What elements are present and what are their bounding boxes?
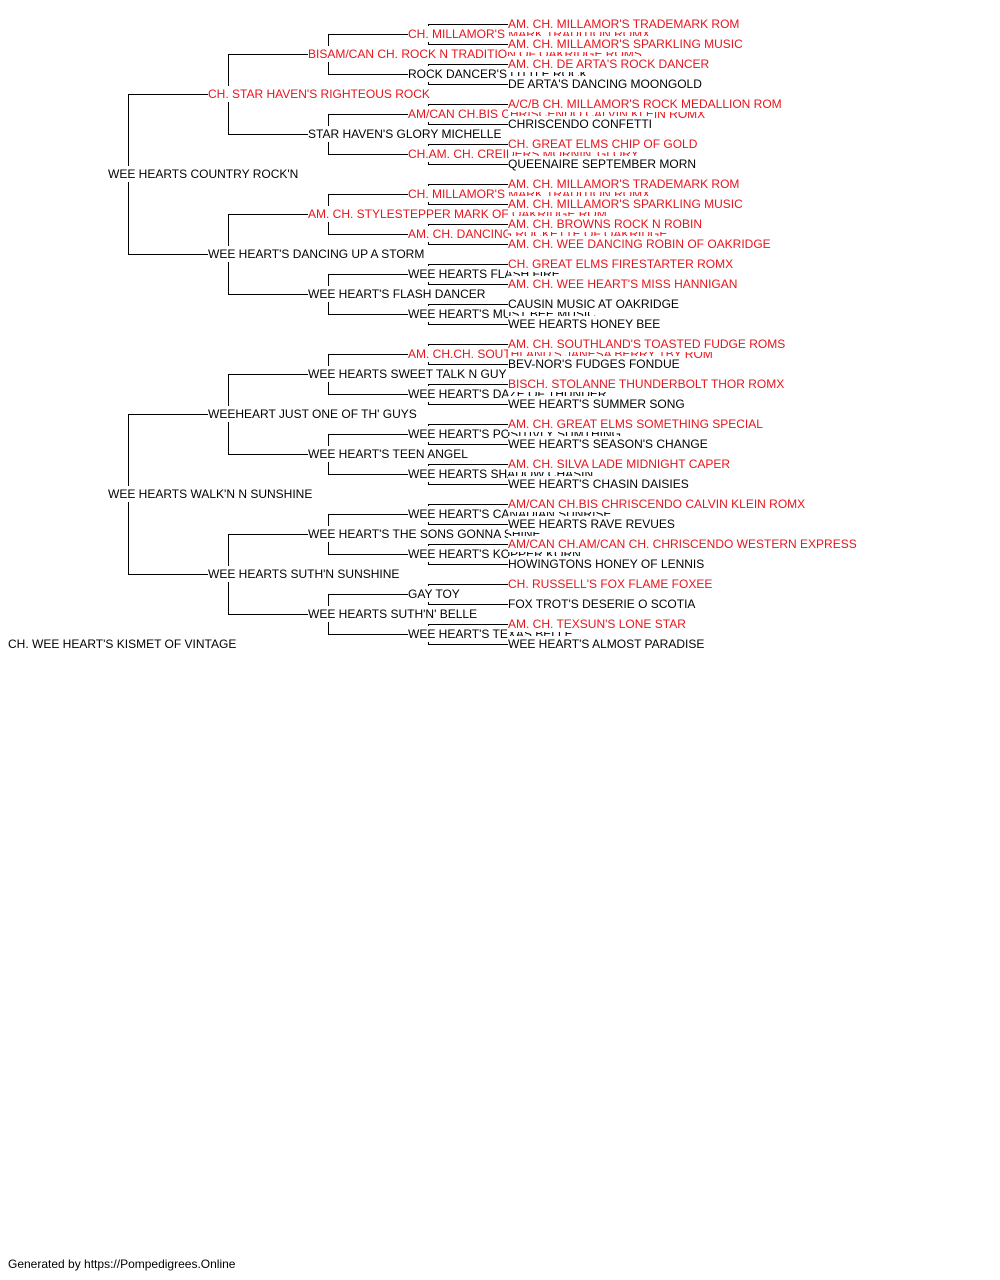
- ancestor-gen5-11: AM. CH. WEE DANCING ROBIN OF OAKRIDGE: [508, 236, 773, 252]
- ancestor-gen5-24: AM/CAN CH.BIS CHRISCENDO CALVIN KLEIN RO…: [508, 496, 808, 512]
- ancestor-gen2-1: WEE HEART'S DANCING UP A STORM: [208, 246, 427, 262]
- ancestor-gen1-0: WEE HEARTS COUNTRY ROCK'N: [108, 166, 301, 182]
- ancestor-gen5-23: WEE HEART'S CHASIN DAISIES: [508, 476, 691, 492]
- ancestor-gen5-8: AM. CH. MILLAMOR'S TRADEMARK ROM: [508, 176, 742, 192]
- ancestor-gen5-20: AM. CH. GREAT ELMS SOMETHING SPECIAL: [508, 416, 765, 432]
- ancestor-gen5-29: FOX TROT'S DESERIE O SCOTIA: [508, 596, 698, 612]
- ancestor-gen5-6: CH. GREAT ELMS CHIP OF GOLD: [508, 136, 700, 152]
- ancestor-gen5-21: WEE HEART'S SEASON'S CHANGE: [508, 436, 710, 452]
- ancestor-gen5-17: BEV-NOR'S FUDGES FONDUE: [508, 356, 682, 372]
- subject-dog-name: CH. WEE HEART'S KISMET OF VINTAGE: [8, 636, 239, 652]
- ancestor-gen5-30: AM. CH. TEXSUN'S LONE STAR: [508, 616, 688, 632]
- generated-by-footer: Generated by https://Pompedigrees.Online: [8, 1257, 236, 1271]
- ancestor-gen5-1: AM. CH. MILLAMOR'S SPARKLING MUSIC: [508, 36, 745, 52]
- ancestor-gen3-6: WEE HEART'S THE SONS GONNA SHINE: [308, 526, 543, 542]
- ancestor-gen5-31: WEE HEART'S ALMOST PARADISE: [508, 636, 707, 652]
- ancestor-gen5-27: HOWINGTONS HONEY OF LENNIS: [508, 556, 707, 572]
- ancestor-gen3-7: WEE HEARTS SUTH'N' BELLE: [308, 606, 480, 622]
- ancestor-gen5-7: QUEENAIRE SEPTEMBER MORN: [508, 156, 699, 172]
- ancestor-gen5-19: WEE HEART'S SUMMER SONG: [508, 396, 687, 412]
- ancestor-gen5-9: AM. CH. MILLAMOR'S SPARKLING MUSIC: [508, 196, 745, 212]
- ancestor-gen5-2: AM. CH. DE ARTA'S ROCK DANCER: [508, 56, 712, 72]
- ancestor-gen5-13: AM. CH. WEE HEART'S MISS HANNIGAN: [508, 276, 740, 292]
- ancestor-gen3-3: WEE HEART'S FLASH DANCER: [308, 286, 488, 302]
- ancestor-gen3-5: WEE HEART'S TEEN ANGEL: [308, 446, 470, 462]
- ancestor-gen5-18: BISCH. STOLANNE THUNDERBOLT THOR ROMX: [508, 376, 787, 392]
- ancestor-gen2-2: WEEHEART JUST ONE OF TH' GUYS: [208, 406, 419, 422]
- ancestor-gen5-22: AM. CH. SILVA LADE MIDNIGHT CAPER: [508, 456, 733, 472]
- ancestor-gen5-16: AM. CH. SOUTHLAND'S TOASTED FUDGE ROMS: [508, 336, 788, 352]
- ancestor-gen5-5: CHRISCENDO CONFETTI: [508, 116, 654, 132]
- ancestor-gen5-15: WEE HEARTS HONEY BEE: [508, 316, 663, 332]
- ancestor-gen3-4: WEE HEARTS SWEET TALK N GUY: [308, 366, 509, 382]
- ancestor-gen5-12: CH. GREAT ELMS FIRESTARTER ROMX: [508, 256, 736, 272]
- ancestor-gen5-26: AM/CAN CH.AM/CAN CH. CHRISCENDO WESTERN …: [508, 536, 859, 552]
- ancestor-gen2-3: WEE HEARTS SUTH'N SUNSHINE: [208, 566, 402, 582]
- ancestor-gen5-28: CH. RUSSELL'S FOX FLAME FOXEE: [508, 576, 715, 592]
- ancestor-gen4-14: GAY TOY: [408, 586, 462, 602]
- ancestor-gen1-1: WEE HEARTS WALK'N N SUNSHINE: [108, 486, 315, 502]
- ancestor-gen2-0: CH. STAR HAVEN'S RIGHTEOUS ROCK: [208, 86, 432, 102]
- ancestor-gen5-0: AM. CH. MILLAMOR'S TRADEMARK ROM: [508, 16, 742, 32]
- ancestor-gen5-10: AM. CH. BROWNS ROCK N ROBIN: [508, 216, 705, 232]
- ancestor-gen5-4: A/C/B CH. MILLAMOR'S ROCK MEDALLION ROM: [508, 96, 784, 112]
- ancestor-gen3-1: STAR HAVEN'S GLORY MICHELLE: [308, 126, 504, 142]
- ancestor-gen5-14: CAUSIN MUSIC AT OAKRIDGE: [508, 296, 681, 312]
- ancestor-gen5-3: DE ARTA'S DANCING MOONGOLD: [508, 76, 704, 92]
- ancestor-gen5-25: WEE HEARTS RAVE REVUES: [508, 516, 677, 532]
